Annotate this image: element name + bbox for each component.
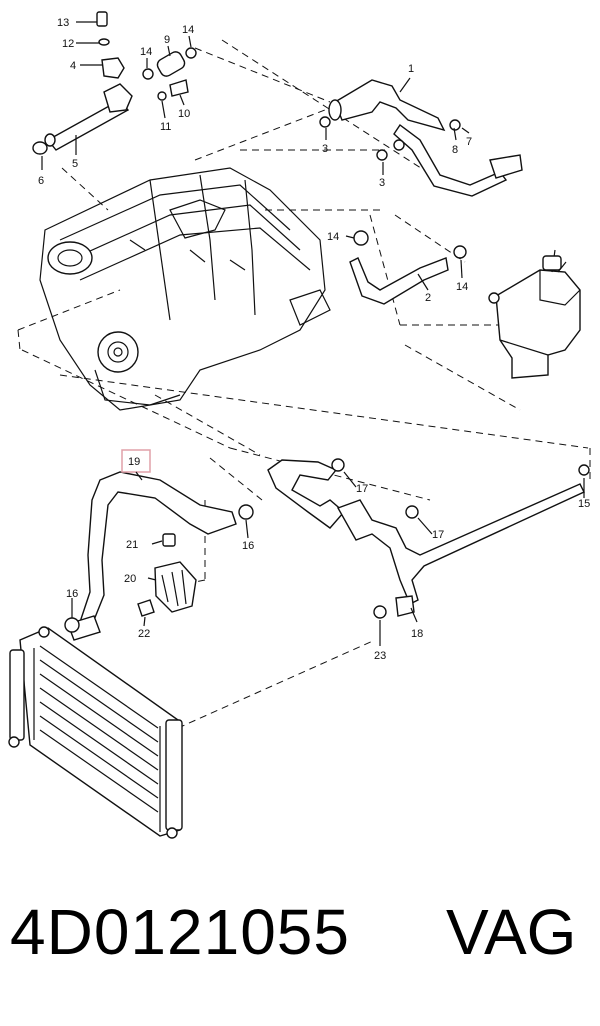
hose-19: [64, 471, 254, 641]
callout-14-c: 14: [327, 231, 339, 243]
callout-23: 23: [374, 650, 386, 662]
brand-label: VAG: [446, 896, 577, 968]
callout-5: 5: [72, 158, 78, 170]
thermostat-housing-assembly: [32, 11, 197, 155]
callout-4: 4: [70, 60, 76, 72]
callout-11: 11: [160, 121, 171, 133]
callout-16-a: 16: [242, 540, 254, 552]
callout-9: 9: [164, 34, 170, 46]
callout-labels: 13 12 4 14 9 14 5 6 11 10 1 3 3 7 8 14 2…: [38, 17, 590, 662]
diagram-svg: 13 12 4 14 9 14 5 6 11 10 1 3 3 7 8 14 2…: [8, 11, 591, 839]
callout-13: 13: [57, 17, 69, 29]
callout-22: 22: [138, 628, 150, 640]
callout-10: 10: [178, 108, 190, 120]
engine-block: [39, 167, 331, 411]
callout-3-a: 3: [322, 143, 328, 155]
callout-15: 15: [578, 498, 590, 510]
hose-2: [349, 230, 467, 305]
callout-1: 1: [408, 63, 414, 75]
dashed-leader-lines: [17, 39, 591, 729]
callout-leaders: [41, 21, 585, 646]
callout-6: 6: [38, 175, 44, 187]
callout-14-d: 14: [456, 281, 468, 293]
radiator: [8, 626, 183, 839]
callout-17-a: 17: [356, 483, 368, 495]
connector-flange-20: [137, 533, 197, 617]
callout-19: 19: [128, 456, 140, 468]
callout-18: 18: [411, 628, 423, 640]
hose-17-assembly: [267, 458, 590, 619]
callout-14-a: 14: [140, 46, 152, 58]
callout-17-b: 17: [432, 529, 444, 541]
callout-20: 20: [124, 573, 136, 585]
coolant-hose-exploded-diagram: 13 12 4 14 9 14 5 6 11 10 1 3 3 7 8 14 2…: [8, 11, 591, 839]
callout-7: 7: [466, 136, 472, 148]
callout-14-b: 14: [182, 24, 194, 36]
expansion-tank: [488, 249, 581, 379]
callout-21: 21: [126, 539, 138, 551]
callout-3-b: 3: [379, 177, 385, 189]
hose-1: [319, 79, 523, 197]
callout-2: 2: [425, 292, 431, 304]
callout-12: 12: [62, 38, 74, 50]
callout-16-b: 16: [66, 588, 78, 600]
part-number: 4D0121055: [10, 896, 350, 968]
callout-8: 8: [452, 144, 458, 156]
